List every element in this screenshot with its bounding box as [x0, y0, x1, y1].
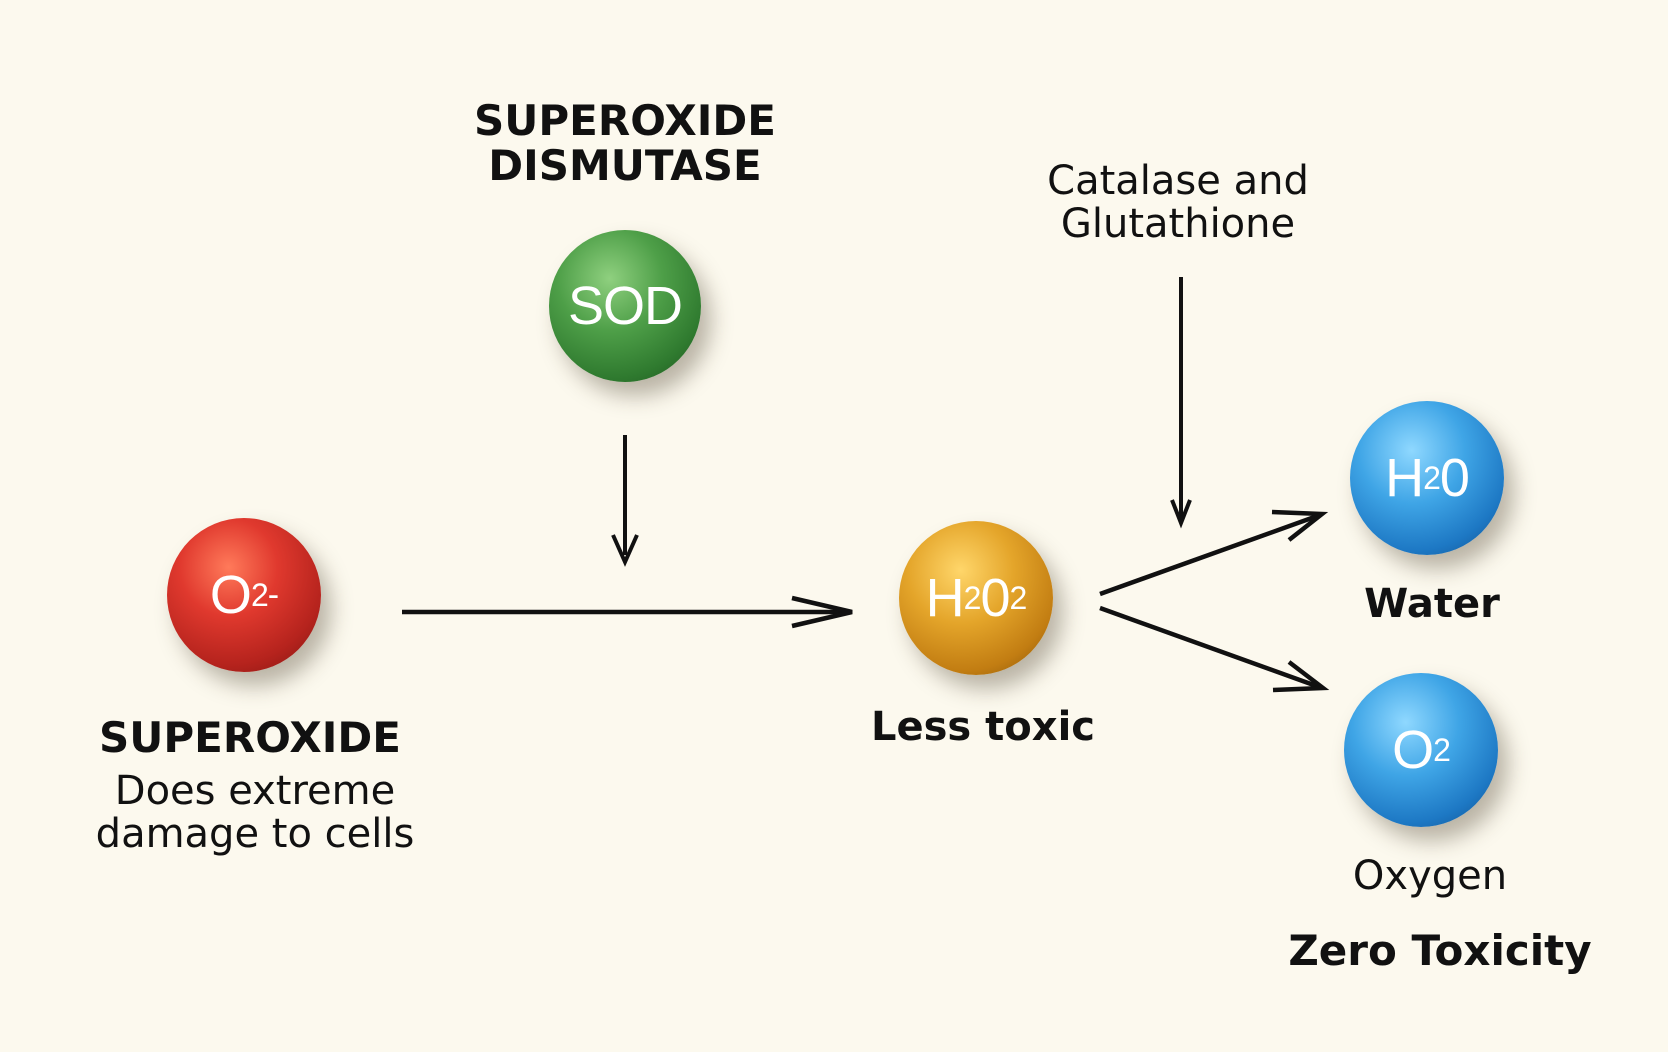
peroxide-label: Less toxic	[871, 704, 1095, 750]
superoxide-title: SUPEROXIDE	[99, 713, 401, 762]
zero-toxicity-label: Zero Toxicity	[1288, 926, 1592, 975]
enzyme-title-line2: DISMUTASE	[488, 141, 762, 191]
main-reaction-arrow	[402, 595, 853, 629]
water-symbol-b: 0	[1439, 448, 1470, 508]
peroxide-symbol-a: H	[925, 568, 965, 628]
catalyst-line1: Catalase and	[1047, 158, 1309, 204]
oxygen-symbol: O	[1392, 720, 1434, 780]
enzyme-title: SUPEROXIDE DISMUTASE	[465, 98, 785, 189]
sod-sphere-text: SOD	[567, 276, 683, 336]
water-branch-arrow	[1099, 509, 1329, 597]
water-symbol-a: H	[1385, 448, 1424, 508]
superoxide-symbol: O	[209, 565, 252, 625]
enzyme-title-line1: SUPEROXIDE	[474, 96, 776, 145]
sod-sphere: SOD	[549, 230, 701, 382]
catalyst-line2: Glutathione	[1060, 201, 1296, 248]
oxygen-branch-arrow	[1099, 605, 1330, 693]
sod-down-arrow	[611, 435, 639, 567]
peroxide-symbol-b: 0	[980, 568, 1010, 628]
superoxide-desc-line1: Does extreme	[114, 768, 396, 814]
superoxide-description: Does extreme damage to cells	[75, 768, 435, 858]
water-label: Water	[1364, 581, 1500, 627]
superoxide-desc-line2: damage to cells	[95, 811, 415, 858]
oxygen-label: Oxygen	[1352, 853, 1508, 899]
catalyst-label: Catalase and Glutathione	[1018, 158, 1338, 248]
catalase-down-arrow	[1170, 277, 1192, 529]
